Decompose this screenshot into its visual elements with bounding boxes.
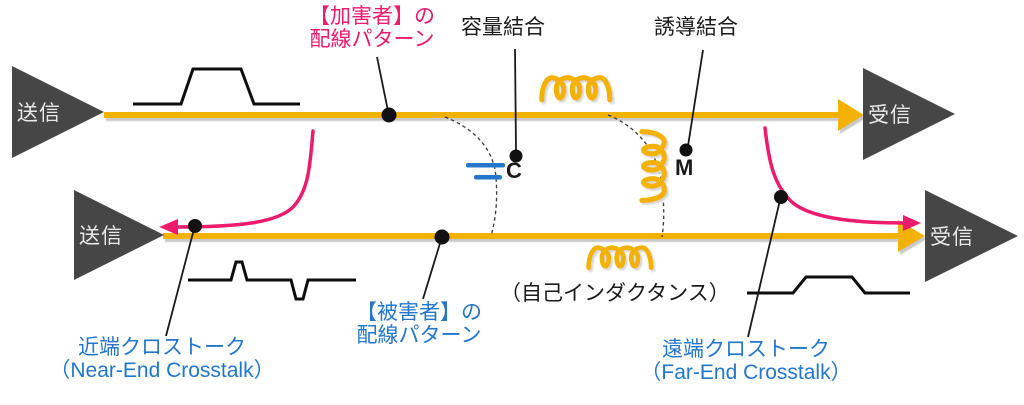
near-end-crosstalk-arrow	[172, 129, 315, 229]
victim-trace	[163, 233, 900, 239]
receive-label: 受信	[930, 226, 974, 249]
near-end-leader-line	[165, 228, 195, 337]
victim-dot	[434, 229, 450, 245]
far-end-dot	[774, 190, 788, 204]
capacitor-icon	[466, 163, 505, 180]
near-end-crosstalk-jp: 近端クロストーク	[78, 336, 246, 359]
capacitive-leader-line	[514, 48, 517, 151]
capacitive-coupling-region-dashed	[444, 116, 498, 237]
near-end-crosstalk-label: 近端クロストーク （Near-End Crosstalk）	[38, 336, 286, 382]
far-end-crosstalk-jp: 遠端クロストーク	[662, 338, 830, 361]
aggressor-pattern-label-line2: 配線パターン	[309, 28, 435, 51]
near-end-crosstalk-waveform	[188, 260, 356, 301]
aggressor-trace-arrowhead	[838, 99, 864, 131]
mutual-symbol-label: M	[675, 155, 694, 180]
aggressor-leader-line	[376, 56, 389, 112]
victim-pattern-label: 【被害者】の 配線パターン	[346, 301, 492, 347]
transmit-label: 送信	[79, 225, 123, 248]
capacitor-plate-bottom	[474, 175, 502, 180]
far-end-crosstalk-en: （Far-End Crosstalk）	[640, 361, 852, 384]
far-end-crosstalk-arrow	[763, 126, 908, 225]
victim-leader-line	[422, 239, 442, 300]
aggressor-pattern-label: 【加害者】の 配線パターン	[301, 5, 443, 51]
victim-pattern-label-line1: 【被害者】の	[356, 301, 482, 324]
aggressor-inductor-coil-icon	[542, 78, 610, 100]
capacitive-coupling-label: 容量結合	[461, 16, 545, 39]
far-end-crosstalk-waveform	[747, 275, 910, 295]
near-end-arrowhead	[159, 219, 178, 235]
receive-label: 受信	[868, 104, 912, 127]
capacitor-dot	[509, 149, 523, 163]
self-inductance-label: （自己インダクタンス）	[500, 282, 730, 305]
transmit-label: 送信	[17, 102, 61, 125]
inductive-coupling-label: 誘導結合	[654, 16, 738, 39]
mutual-dot	[679, 143, 693, 157]
far-end-leader-line	[747, 199, 781, 338]
victim-pattern-label-line2: 配線パターン	[356, 324, 482, 347]
near-end-crosstalk-en: （Near-End Crosstalk）	[49, 359, 275, 382]
aggressor-trace	[104, 112, 842, 118]
input-pulse-waveform	[133, 67, 300, 106]
aggressor-pattern-label-line1: 【加害者】の	[309, 5, 435, 28]
capacitor-plate-top	[466, 163, 505, 168]
near-end-dot	[188, 219, 202, 233]
far-end-crosstalk-label: 遠端クロストーク （Far-End Crosstalk）	[622, 338, 870, 384]
inductive-leader-line	[687, 49, 704, 147]
far-end-arrowhead	[903, 215, 921, 231]
capacitor-symbol-label: C	[506, 158, 522, 183]
victim-inductor-coil-icon	[589, 248, 651, 268]
aggressor-dot	[381, 107, 397, 123]
